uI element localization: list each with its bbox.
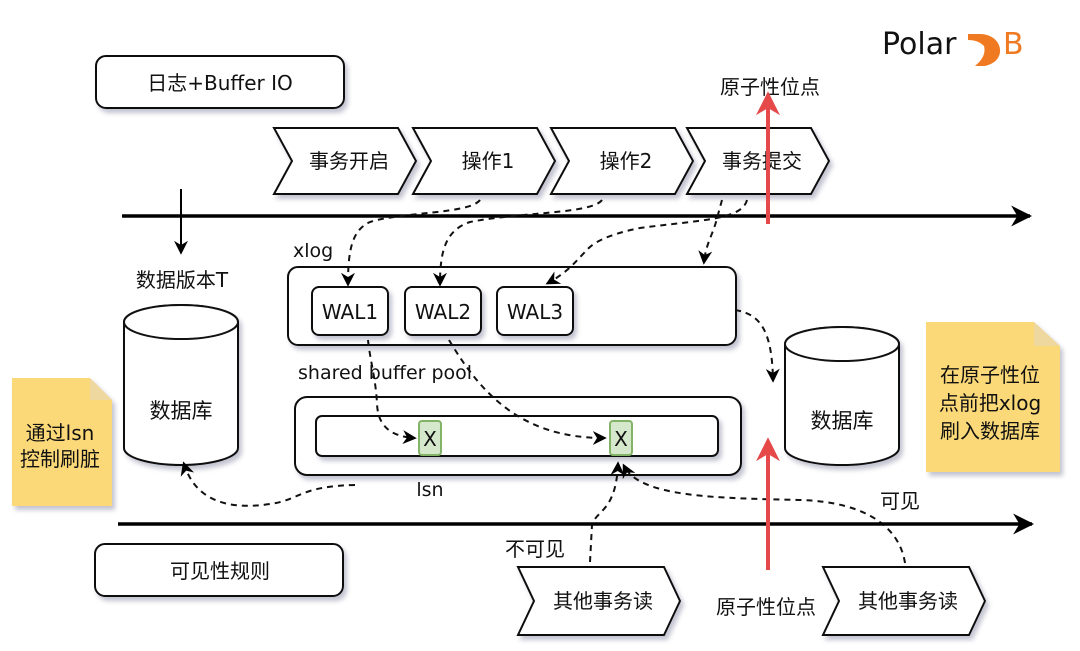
step-chevron-3-label: 操作2 xyxy=(600,149,653,173)
left-database: 数据库 xyxy=(123,304,239,466)
buffer-pool-inner xyxy=(315,415,719,457)
wal-entry-3: WAL3 xyxy=(496,286,574,336)
svg-text:WAL3: WAL3 xyxy=(507,300,563,324)
polardb-bear-icon xyxy=(968,34,1001,66)
svg-text:控制刷脏: 控制刷脏 xyxy=(20,447,100,471)
buffer-pool-label: shared buffer pool xyxy=(298,362,472,384)
svg-text:点前把xlog: 点前把xlog xyxy=(939,391,1041,415)
right-database: 数据库 xyxy=(784,326,900,466)
logo-suffix: B xyxy=(1003,27,1024,62)
dirty-page-1: X xyxy=(418,420,442,456)
reader-chevron-1: 其他事务读 xyxy=(516,566,682,636)
svg-text:WAL1: WAL1 xyxy=(322,300,378,324)
transaction-steps: 事务开启 操作1 操作2 事务提交 xyxy=(272,127,831,195)
atomic-point-label-top: 原子性位点 xyxy=(720,75,820,99)
wal-entry-1: WAL1 xyxy=(311,286,389,336)
svg-text:X: X xyxy=(423,427,437,451)
step-chevron-3: 操作2 xyxy=(549,127,695,195)
left-database-label: 数据库 xyxy=(150,399,213,423)
step-chevron-2: 操作1 xyxy=(411,127,557,195)
svg-text:可见性规则: 可见性规则 xyxy=(170,559,270,583)
step-chevron-2-label: 操作1 xyxy=(462,149,515,173)
polardb-logo: Polar B xyxy=(882,27,1024,66)
svg-text:日志+Buffer IO: 日志+Buffer IO xyxy=(147,71,292,95)
reader-chevron-2-label: 其他事务读 xyxy=(858,589,958,613)
invisible-label: 不可见 xyxy=(505,537,565,561)
xlog-label: xlog xyxy=(293,240,333,262)
svg-text:在原子性位: 在原子性位 xyxy=(940,363,1040,387)
svg-text:通过lsn: 通过lsn xyxy=(26,421,95,445)
reader-chevron-2: 其他事务读 xyxy=(821,566,987,636)
visible-label: 可见 xyxy=(880,489,920,513)
svg-text:WAL2: WAL2 xyxy=(415,300,471,324)
visibility-rules-label: 可见性规则 xyxy=(94,543,344,597)
atomic-point-label-bottom: 原子性位点 xyxy=(716,595,816,619)
reader-chevron-1-label: 其他事务读 xyxy=(553,589,653,613)
dirty-page-2: X xyxy=(609,420,633,456)
log-buffer-io-label: 日志+Buffer IO xyxy=(95,55,345,109)
note-lsn-flush: 通过lsn 控制刷脏 xyxy=(12,378,112,506)
right-database-label: 数据库 xyxy=(811,409,874,433)
step-chevron-1: 事务开启 xyxy=(272,127,418,195)
svg-text:X: X xyxy=(614,427,628,451)
step-chevron-4: 事务提交 xyxy=(685,127,831,195)
data-version-label: 数据版本T xyxy=(136,268,229,292)
lsn-label: lsn xyxy=(416,479,443,501)
wal-entry-2: WAL2 xyxy=(404,286,482,336)
step-chevron-4-label: 事务提交 xyxy=(722,149,802,173)
note-flush-xlog: 在原子性位 点前把xlog 刷入数据库 xyxy=(926,322,1060,472)
logo-text: Polar xyxy=(882,27,957,62)
step-chevron-1-label: 事务开启 xyxy=(309,149,389,173)
svg-text:刷入数据库: 刷入数据库 xyxy=(940,419,1040,443)
